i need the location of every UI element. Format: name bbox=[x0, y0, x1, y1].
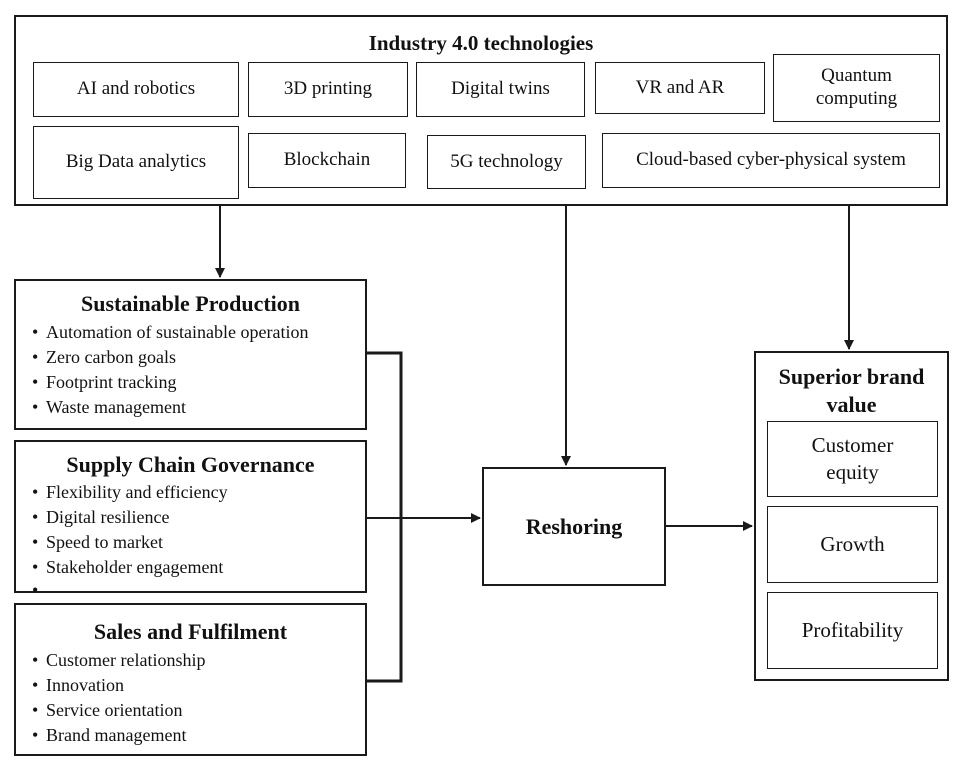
sales-fulfilment-list: Customer relationship Innovation Service… bbox=[32, 648, 365, 748]
bracket-three-boxes bbox=[367, 351, 403, 683]
tech-vr-ar: VR and AR bbox=[595, 62, 765, 114]
reshoring-label: Reshoring bbox=[525, 513, 623, 539]
list-item bbox=[32, 580, 365, 600]
list-item: Flexibility and efficiency bbox=[32, 480, 365, 505]
outcome-customer-equity: Customer equity bbox=[767, 421, 938, 497]
sustainable-production-title: Sustainable Production bbox=[80, 291, 301, 316]
tech-ai-robotics: AI and robotics bbox=[33, 62, 239, 117]
list-item: Automation of sustainable operation bbox=[32, 320, 365, 345]
industry-4-technologies-title: Industry 4.0 technologies bbox=[368, 31, 594, 55]
tech-3d-printing: 3D printing bbox=[248, 62, 408, 117]
supply-chain-governance-title: Supply Chain Governance bbox=[66, 452, 315, 477]
supply-chain-governance-box: Supply Chain Governance Flexibility and … bbox=[14, 440, 367, 600]
tech-big-data-analytics: Big Data analytics bbox=[33, 126, 239, 199]
tech-blockchain: Blockchain bbox=[248, 133, 406, 188]
sales-fulfilment-box: Sales and Fulfilment Customer relationsh… bbox=[14, 603, 367, 756]
superior-brand-value-title: Superior brand value bbox=[778, 364, 925, 417]
list-item: Service orientation bbox=[32, 698, 365, 723]
list-item: Brand management bbox=[32, 723, 365, 748]
outcome-profitability: Profitability bbox=[767, 592, 938, 669]
tech-5g-technology: 5G technology bbox=[427, 135, 586, 189]
supply-chain-governance-list: Flexibility and efficiency Digital resil… bbox=[32, 480, 365, 600]
sales-fulfilment-title: Sales and Fulfilment bbox=[93, 619, 288, 644]
list-item: Digital resilience bbox=[32, 505, 365, 530]
reshoring-box: Reshoring bbox=[482, 467, 666, 586]
list-item: Footprint tracking bbox=[32, 370, 365, 395]
list-item: Zero carbon goals bbox=[32, 345, 365, 370]
list-item: Customer relationship bbox=[32, 648, 365, 673]
tech-cloud-cyber-physical-system: Cloud-based cyber-physical system bbox=[602, 133, 940, 188]
outcome-growth: Growth bbox=[767, 506, 938, 583]
list-item: Speed to market bbox=[32, 530, 365, 555]
sustainable-production-list: Automation of sustainable operation Zero… bbox=[32, 320, 365, 420]
list-item: Waste management bbox=[32, 395, 365, 420]
list-item: Stakeholder engagement bbox=[32, 555, 365, 580]
sustainable-production-box: Sustainable Production Automation of sus… bbox=[14, 279, 367, 430]
list-item: Innovation bbox=[32, 673, 365, 698]
tech-quantum-computing: Quantum computing bbox=[773, 54, 940, 122]
tech-digital-twins: Digital twins bbox=[416, 62, 585, 117]
